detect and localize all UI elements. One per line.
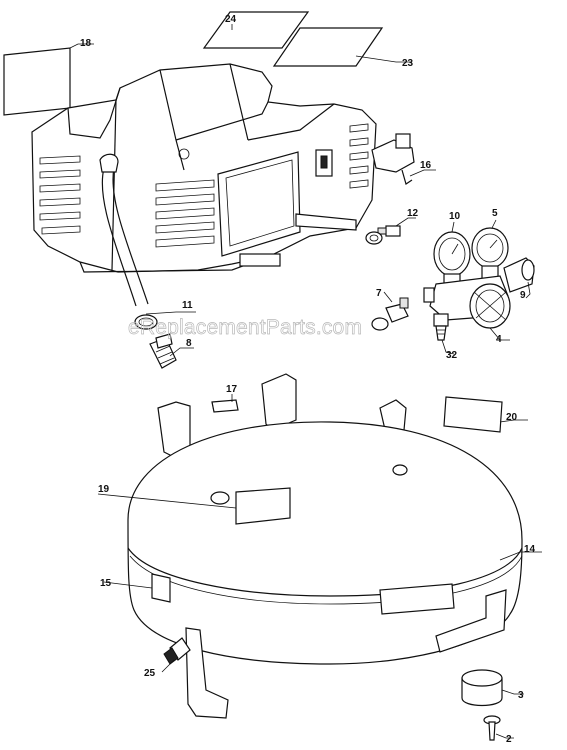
callout-25: 25 [144,668,156,679]
part-4-regulator-knob[interactable] [469,283,511,329]
nut-near-12[interactable] [365,231,383,245]
label-19[interactable] [235,487,291,525]
callout-10: 10 [449,211,461,222]
callout-2: 2 [506,734,512,745]
label-23[interactable] [272,27,384,67]
part-9-coupler[interactable] [503,257,535,293]
part-25-drain-valve[interactable] [163,637,191,665]
callout-11: 11 [182,300,193,311]
callout-8: 8 [186,338,192,349]
callout-32: 32 [446,350,458,361]
callout-24: 24 [225,14,237,25]
callout-23: 23 [402,58,414,69]
power-switch[interactable] [315,149,333,177]
callout-4: 4 [496,334,502,345]
label-18[interactable] [3,47,71,116]
center-vent-grille [155,179,215,248]
callout-9: 9 [520,290,526,301]
label-20[interactable] [443,396,503,433]
part-3-rubber-foot[interactable] [461,669,503,707]
callout-18: 18 [80,38,92,49]
callout-12: 12 [407,208,419,219]
watermark-text: eReplacementParts.com [128,316,362,339]
leader-lines [69,24,542,739]
part-2-screw[interactable] [483,715,501,741]
label-15[interactable] [151,573,171,603]
label-24[interactable] [202,11,310,49]
part-32-fitting[interactable] [433,313,449,341]
callout-7: 7 [376,288,382,299]
left-vent-grille [39,155,81,235]
part-11-hose-clamp[interactable] [134,314,158,330]
part-5-gauge[interactable] [471,227,509,281]
callout-17: 17 [226,384,238,395]
callout-15: 15 [100,578,112,589]
callout-20: 20 [506,412,518,423]
callout-14: 14 [524,544,536,555]
callout-19: 19 [98,484,110,495]
part-7-safety-valve[interactable] [371,297,409,331]
right-vent-grille [349,123,369,189]
tank-front-label[interactable] [379,583,455,615]
part-12-fitting[interactable] [377,225,401,237]
part-8-fitting[interactable] [149,333,177,369]
part-16-power-cord[interactable] [371,133,415,185]
callout-numbers: 18 24 23 16 12 10 5 9 11 8 7 4 32 17 20 … [80,14,536,745]
callout-16: 16 [420,160,432,171]
gauge-manifold [423,227,535,341]
callout-5: 5 [492,208,498,219]
label-17[interactable] [211,399,239,413]
callout-3: 3 [518,690,524,701]
motor-pump-assembly [31,63,377,307]
part-10-gauge[interactable] [433,231,471,289]
